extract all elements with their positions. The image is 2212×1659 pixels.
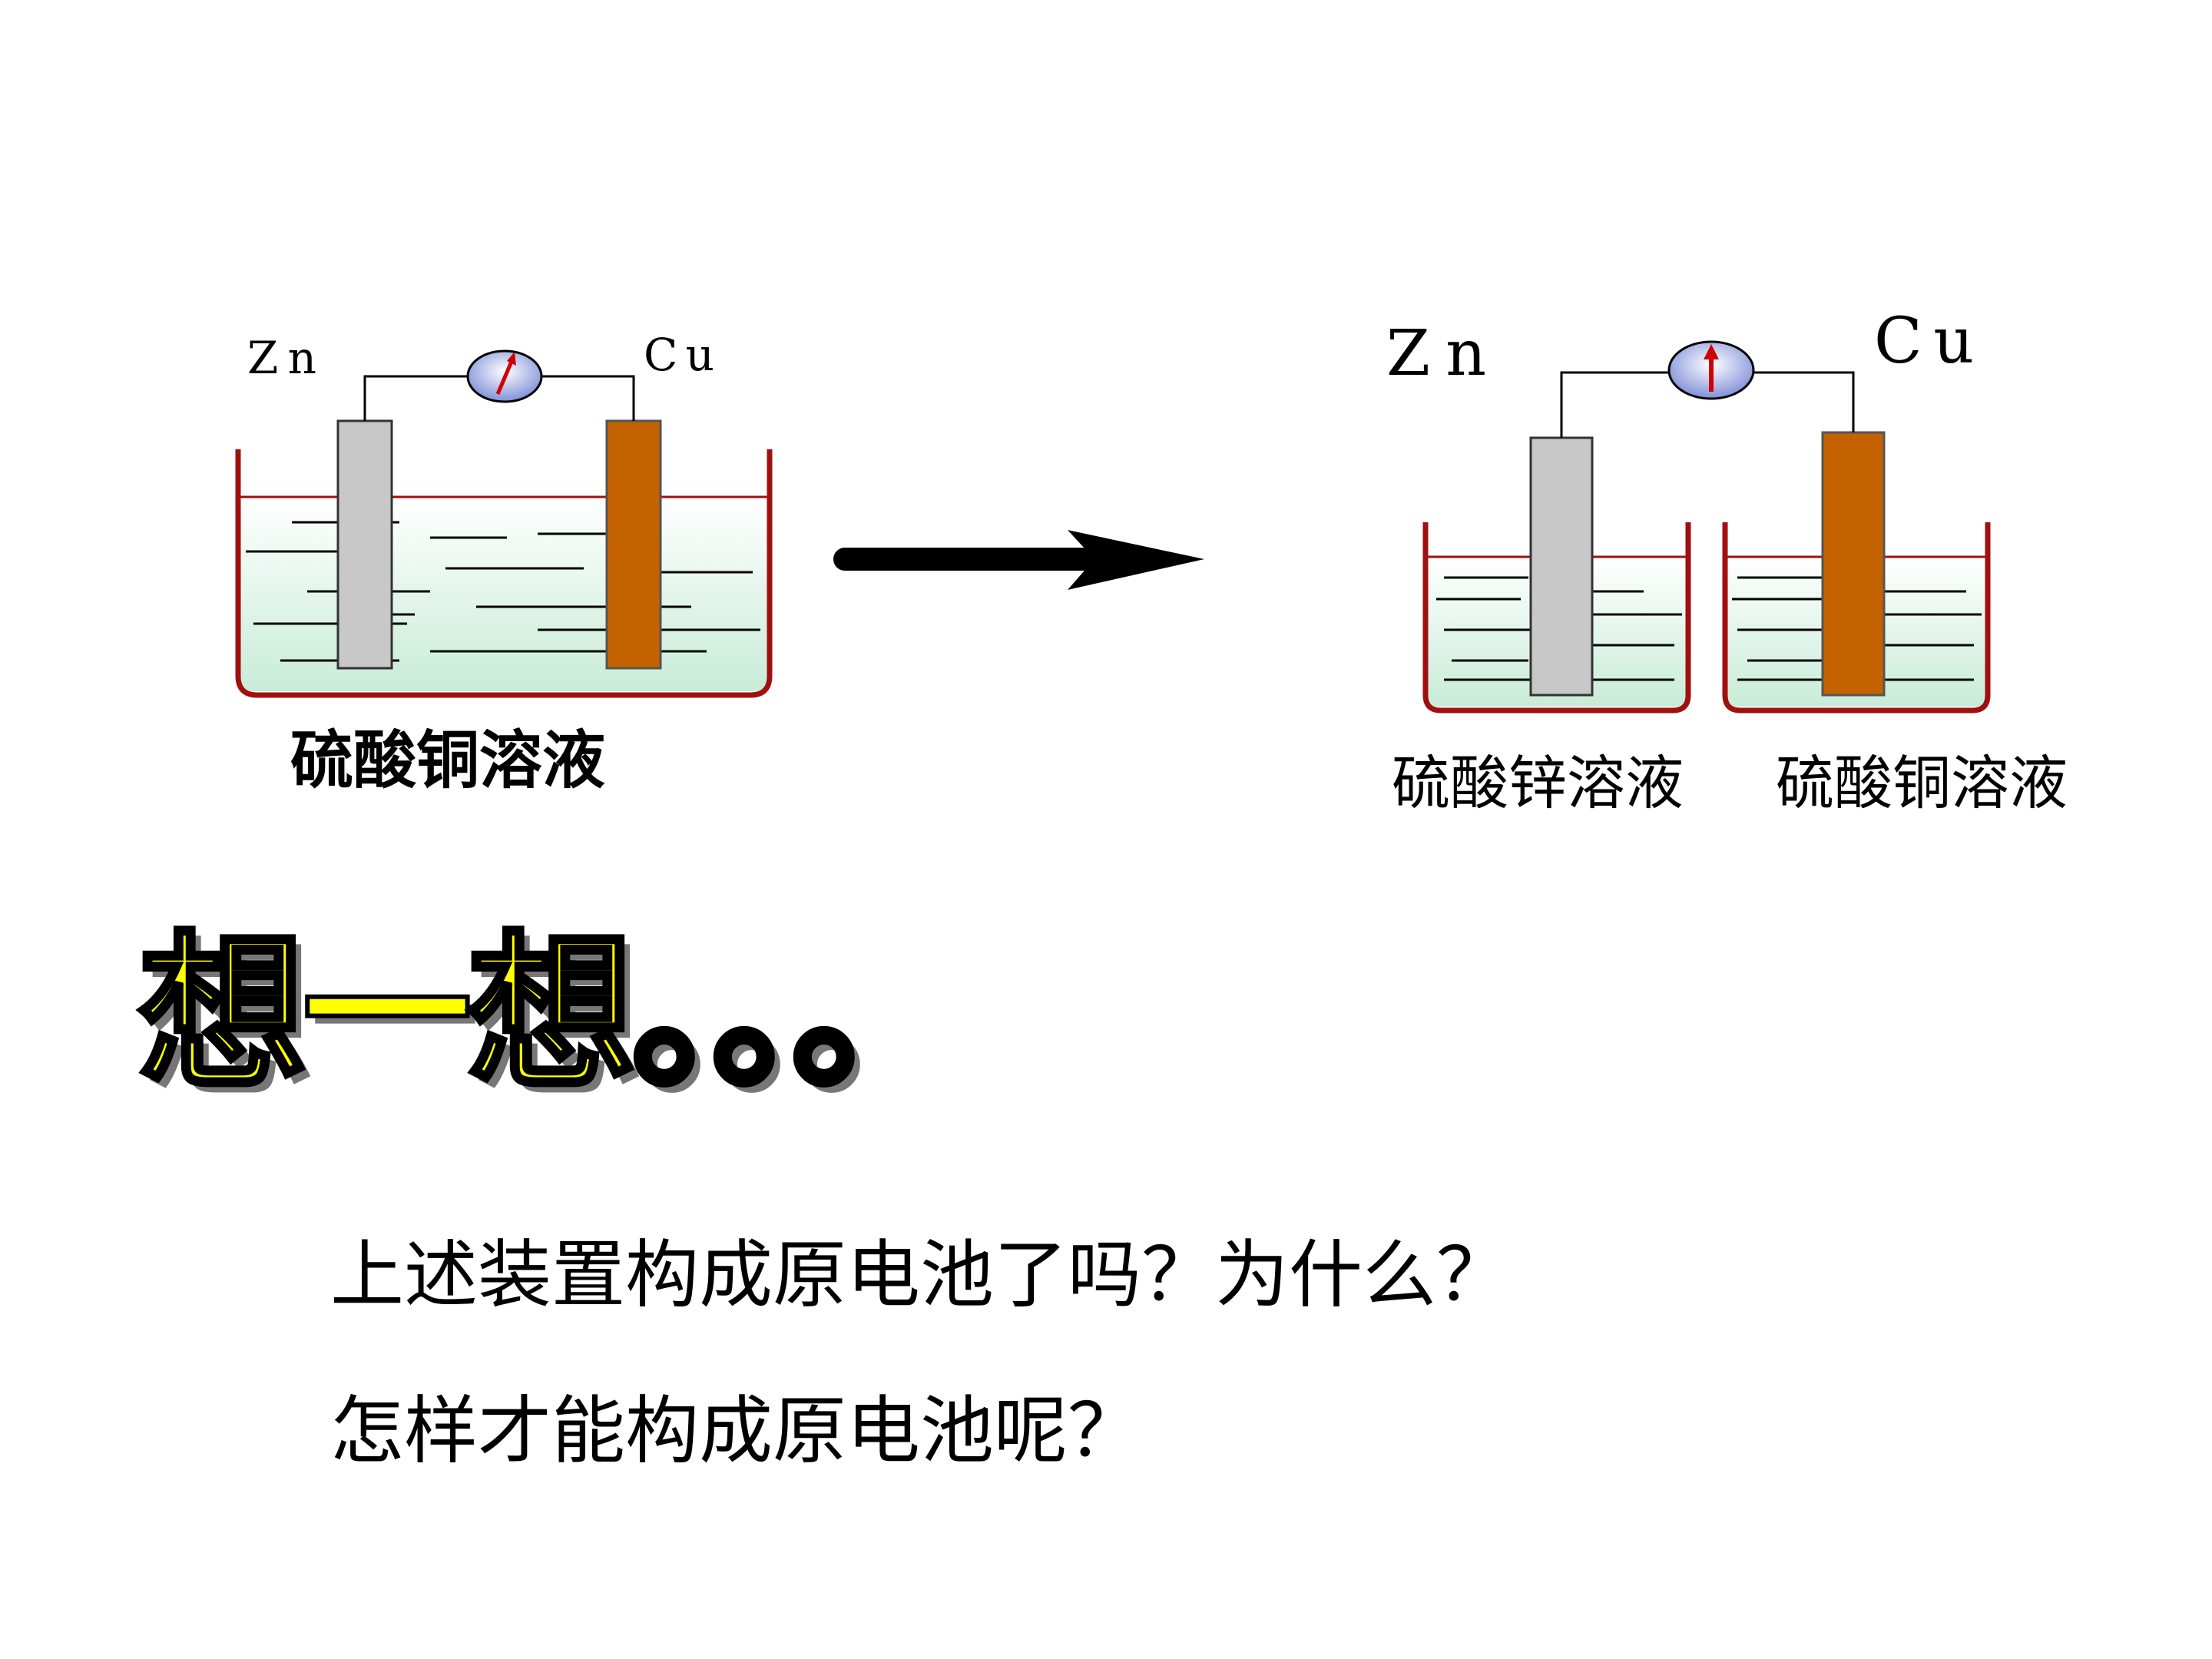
question-1: 上述装置构成原电池了吗？为什么？: [330, 1232, 1510, 1318]
galvanometer-icon: [466, 349, 543, 403]
left-anode-label: Zn: [247, 332, 316, 384]
right-beaker: [1722, 522, 1991, 714]
wire-right: [1560, 371, 1671, 438]
zinc-electrode: [336, 419, 393, 670]
right-anode-label: Zn: [1386, 317, 1486, 390]
question-2: 怎样才能构成原电池呢？: [330, 1388, 1141, 1474]
beaker: [235, 449, 773, 698]
heading: 想一想。。。: [136, 916, 962, 1112]
two-beaker-cell: Zn Cu 硫酸锌溶液 硫酸铜溶液: [1386, 305, 2068, 817]
left-cathode-label: Cu: [644, 329, 714, 381]
copper-electrode: [605, 419, 662, 670]
single-beaker-cell: Zn Cu 硫酸铜溶液: [235, 329, 773, 797]
copper-sulfate-label: 硫酸铜溶液: [1776, 749, 2068, 817]
copper-electrode-right: [1821, 431, 1886, 697]
arrow-icon: [833, 530, 1204, 590]
zinc-electrode-right: [1529, 436, 1594, 697]
copper-sulfate-liquid: [240, 497, 768, 691]
zinc-sulfate-label: 硫酸锌溶液: [1392, 749, 1684, 817]
galvanometer-icon-right: [1667, 340, 1755, 400]
left-solution-label: 硫酸铜溶液: [290, 724, 605, 797]
wire: [363, 375, 469, 421]
right-cathode-label: Cu: [1874, 305, 1974, 378]
left-beaker: [1422, 522, 1691, 714]
